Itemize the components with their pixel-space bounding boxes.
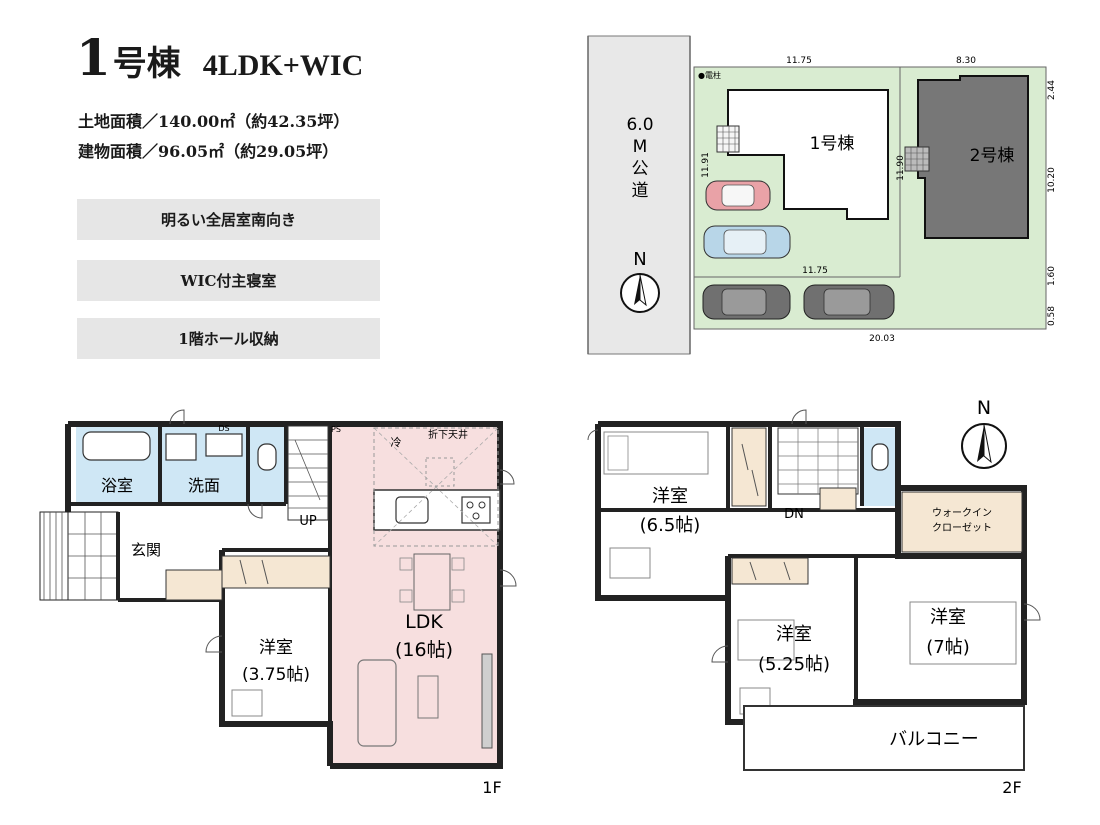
wic-label-1: ウォークイン: [932, 507, 992, 519]
dim-mid: 11.75: [802, 266, 828, 276]
fridge-label: 冷: [391, 436, 402, 449]
floor-north-label: N: [977, 397, 991, 419]
sofa-icon: [357, 659, 397, 747]
dim-right-4: 0.58: [1047, 306, 1057, 326]
car-icon: [702, 284, 791, 320]
feature-badge-2: WIC付主寝室: [77, 260, 380, 301]
dim-bottom: 20.03: [869, 334, 895, 344]
balcony-label: バルコニー: [889, 729, 979, 750]
closet-room-b: [731, 557, 809, 585]
washbasin-icon: [165, 433, 197, 461]
building-2-label: 2号棟: [970, 146, 1015, 166]
page-title: 1号棟 4LDK+WIC: [76, 28, 363, 87]
floor-1-label: 1F: [482, 778, 501, 797]
dn-label: DN: [784, 507, 804, 522]
room-a-label: 洋室: [652, 486, 688, 507]
pole-label: ●電柱: [698, 70, 721, 80]
room-b-label: 洋室: [776, 624, 812, 645]
bath-label: 浴室: [101, 476, 133, 495]
dim-left: 11.91: [701, 152, 711, 178]
entrance-label: 玄関: [131, 541, 161, 559]
dining-table: [413, 553, 451, 611]
plan-type: 4LDK+WIC: [202, 49, 364, 82]
wash-label: 洗面: [188, 476, 220, 495]
bed-icon: [603, 431, 709, 475]
bed-icon: [909, 601, 1017, 665]
building-suffix: 号棟: [112, 44, 181, 84]
dim-top-1: 11.75: [786, 56, 812, 66]
dim-right-3: 1.60: [1047, 266, 1057, 286]
feature-badge-1: 明るい全居室南向き: [77, 199, 380, 240]
road-label-2: 道: [632, 181, 649, 201]
ldk-label: LDK: [405, 611, 443, 633]
ps-label: PS: [331, 425, 341, 434]
room-c-label: 洋室: [930, 607, 966, 628]
closet-room-a: [731, 427, 767, 507]
road-unit: M: [633, 137, 648, 157]
room-3-75-label: 洋室: [259, 638, 293, 658]
floor-2-label: 2F: [1002, 778, 1021, 797]
up-label: UP: [299, 514, 317, 529]
stairs-2f: [777, 427, 859, 495]
toilet-icon: [871, 443, 889, 471]
building-1-label: 1号棟: [810, 134, 855, 154]
building-1-footprint: [727, 89, 889, 220]
ceiling-label: 折下天井: [428, 428, 468, 441]
ldk-size: (16帖): [395, 639, 453, 661]
ds-label: DS: [218, 424, 229, 433]
dim-right-2: 10.20: [1047, 167, 1057, 193]
room-a-size: (6.5帖): [640, 515, 701, 536]
road-label-1: 公: [632, 159, 649, 179]
site-north-label: N: [633, 249, 646, 270]
walk-in-closet: [901, 491, 1023, 553]
land-area: 土地面積／140.00㎡（約42.35坪）: [78, 112, 350, 131]
balcony: [743, 705, 1025, 771]
dim-top-2: 8.30: [956, 56, 976, 66]
car-icon: [705, 180, 771, 211]
tv-icon: [481, 653, 493, 749]
building-number: 1: [76, 28, 111, 87]
building-2-footprint: [917, 75, 1029, 239]
bathtub-icon: [82, 431, 151, 461]
room-c-size: (7帖): [926, 637, 970, 658]
toilet-icon: [257, 443, 277, 471]
room-b-size: (5.25帖): [758, 654, 830, 675]
wic-label-2: クローゼット: [932, 522, 992, 534]
building-area: 建物面積／96.05㎡（約29.05坪）: [78, 142, 339, 161]
dim-center: 11.90: [896, 155, 906, 181]
car-icon: [803, 284, 895, 320]
feature-badge-3: 1階ホール収納: [77, 318, 380, 359]
room-3-75-size: (3.75帖): [242, 665, 310, 685]
sink-icon: [395, 496, 429, 524]
road-width: 6.0: [626, 115, 653, 135]
car-icon: [703, 225, 791, 259]
dim-right-1: 2.44: [1047, 80, 1057, 100]
stairs-1f: [287, 425, 329, 521]
